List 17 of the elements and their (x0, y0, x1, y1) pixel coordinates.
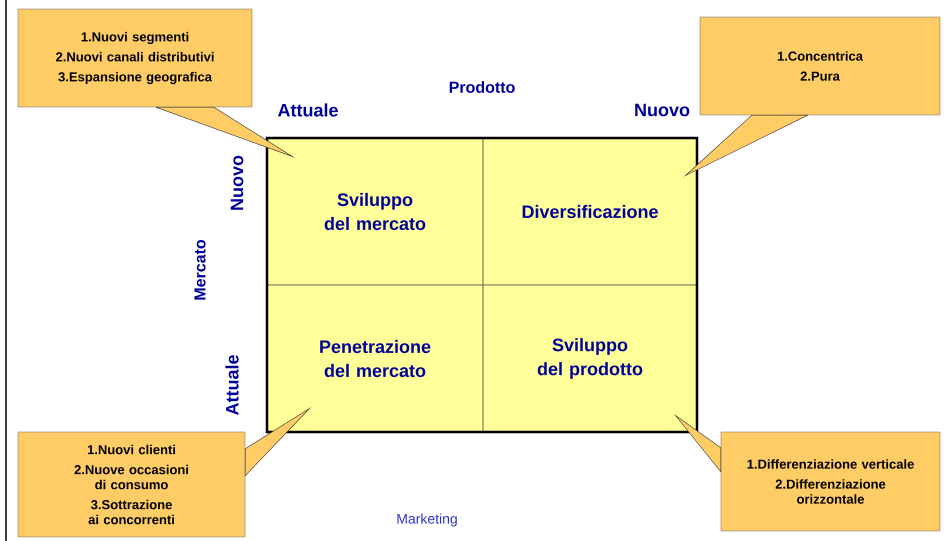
callout-pointer (684, 114, 810, 177)
callout-box: 1.Differenziazione verticale 2.Differenziazione orizzontale (720, 432, 940, 532)
callout-pointer (154, 106, 296, 158)
axis-label: Attuale (278, 103, 338, 117)
axis-label: Attuale (225, 355, 239, 416)
callout-pointer (674, 414, 722, 473)
quadrant-cell: Sviluppo del mercato (266, 138, 484, 286)
quadrant-cell: Penetrazione del mercato (266, 284, 484, 432)
axis-label: Prodotto (450, 81, 515, 93)
callout-box: 1.Nuovi clienti 2.Nuove occasioni di consumo 3.Sottrazione ai concorrenti (18, 432, 246, 538)
axis-label: Marketing (397, 513, 457, 526)
callout-pointer (244, 406, 312, 477)
quadrant-cell: Diversificazione (482, 138, 698, 286)
axis-label: Nuovo (230, 156, 244, 210)
axis-label: Mercato (194, 240, 206, 300)
quadrant-cell: Sviluppo del prodotto (482, 284, 698, 432)
axis-label: Nuovo (635, 104, 690, 116)
